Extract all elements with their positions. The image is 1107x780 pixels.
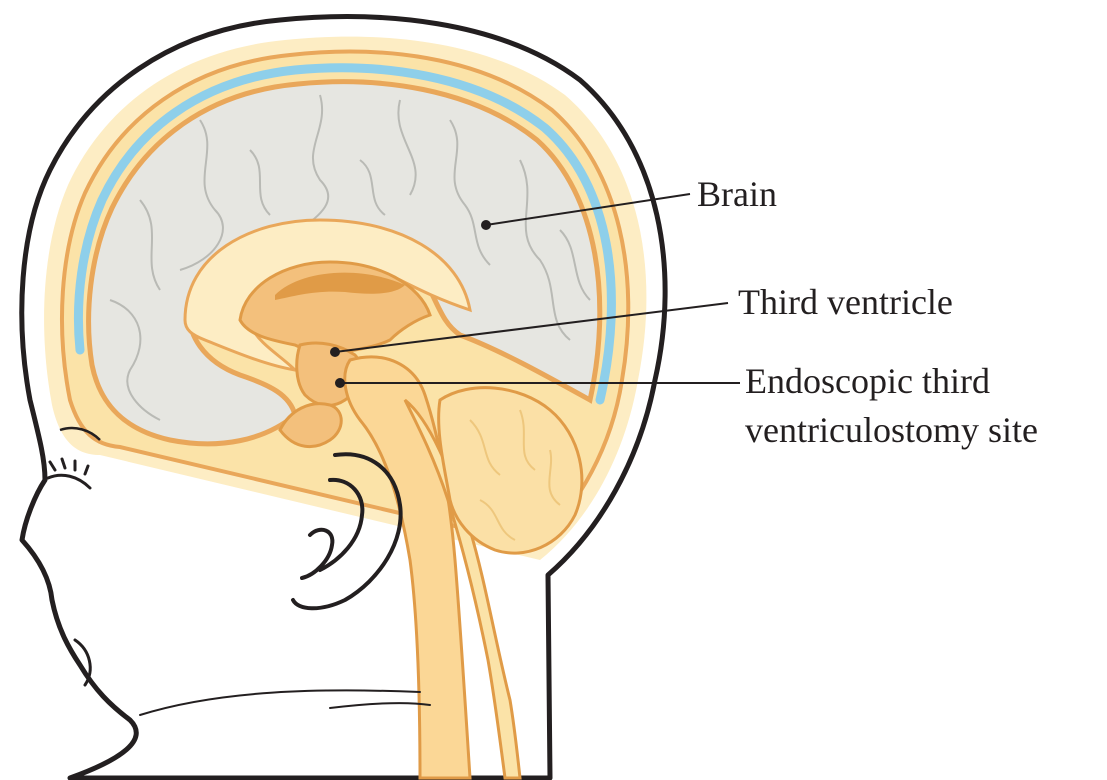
- label-etv-site-line2: ventriculostomy site: [745, 410, 1038, 450]
- label-etv-site-line1: Endoscopic third: [745, 361, 990, 401]
- label-third-ventricle: Third ventricle: [738, 282, 953, 322]
- label-brain: Brain: [697, 174, 777, 214]
